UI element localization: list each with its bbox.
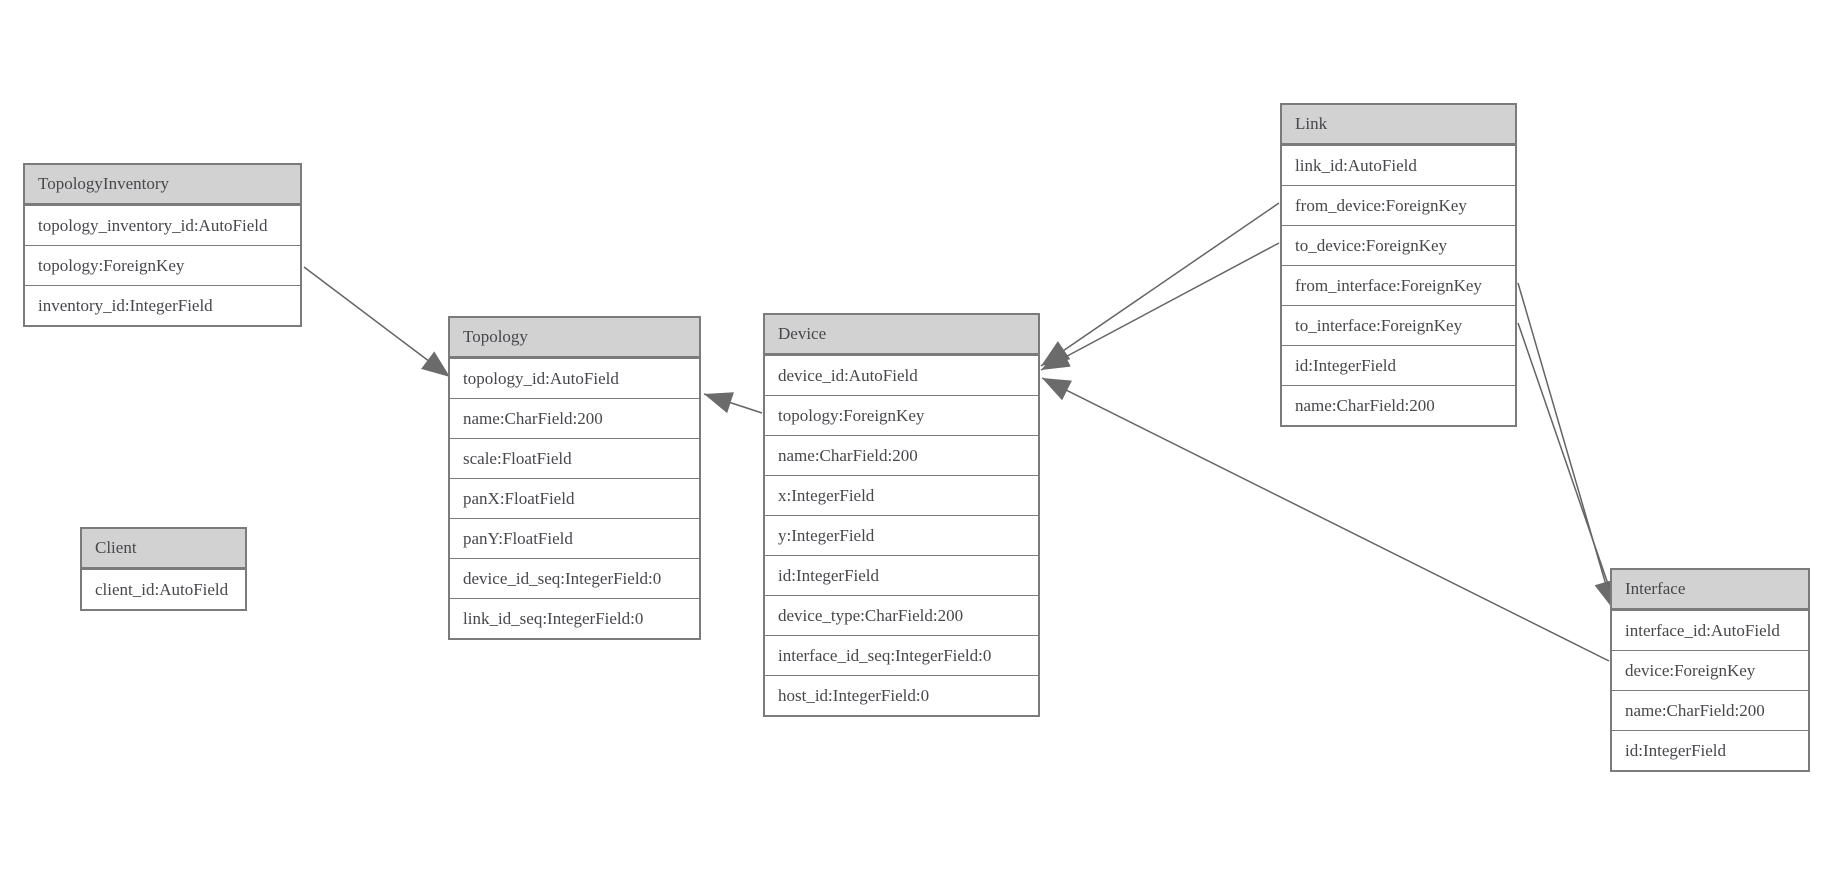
entity-field-row: link_id_seq:IntegerField:0 bbox=[450, 598, 699, 638]
entity-field-row: interface_id_seq:IntegerField:0 bbox=[765, 635, 1038, 675]
entity-field-row: name:CharField:200 bbox=[765, 435, 1038, 475]
entity-field-row: name:CharField:200 bbox=[1612, 690, 1808, 730]
entity-title-link: Link bbox=[1282, 105, 1515, 145]
entity-field-row: panY:FloatField bbox=[450, 518, 699, 558]
entity-field-row: interface_id:AutoField bbox=[1612, 610, 1808, 650]
entity-field-row: inventory_id:IntegerField bbox=[25, 285, 300, 325]
entity-field-row: topology_id:AutoField bbox=[450, 358, 699, 398]
entity-field-row: id:IntegerField bbox=[1282, 345, 1515, 385]
entity-field-row: from_interface:ForeignKey bbox=[1282, 265, 1515, 305]
connector-topologyinventory-topology-fk bbox=[303, 266, 451, 378]
entity-field-row: id:IntegerField bbox=[765, 555, 1038, 595]
entity-title-topology-inventory: TopologyInventory bbox=[25, 165, 300, 205]
entity-field-row: device_id:AutoField bbox=[765, 355, 1038, 395]
entity-field-row: to_device:ForeignKey bbox=[1282, 225, 1515, 265]
entity-title-interface: Interface bbox=[1612, 570, 1808, 610]
entity-field-row: y:IntegerField bbox=[765, 515, 1038, 555]
entity-field-row: link_id:AutoField bbox=[1282, 145, 1515, 185]
entity-field-row: from_device:ForeignKey bbox=[1282, 185, 1515, 225]
entity-field-row: scale:FloatField bbox=[450, 438, 699, 478]
entity-title-device: Device bbox=[765, 315, 1038, 355]
entity-field-row: name:CharField:200 bbox=[450, 398, 699, 438]
entity-field-row: topology:ForeignKey bbox=[25, 245, 300, 285]
entity-field-row: panX:FloatField bbox=[450, 478, 699, 518]
entity-title-topology: Topology bbox=[450, 318, 699, 358]
entity-field-row: device_type:CharField:200 bbox=[765, 595, 1038, 635]
entity-field-row: name:CharField:200 bbox=[1282, 385, 1515, 425]
entity-field-row: device:ForeignKey bbox=[1612, 650, 1808, 690]
connector-link-to_device-device-fk bbox=[1040, 242, 1280, 371]
entity-field-row: to_interface:ForeignKey bbox=[1282, 305, 1515, 345]
entity-field-row: x:IntegerField bbox=[765, 475, 1038, 515]
entity-field-row: id:IntegerField bbox=[1612, 730, 1808, 770]
connector-link-from_device-device-fk bbox=[1040, 202, 1280, 367]
entity-field-row: device_id_seq:IntegerField:0 bbox=[450, 558, 699, 598]
entity-title-client: Client bbox=[82, 529, 245, 569]
connector-link-to_interface-interface-fk bbox=[1517, 322, 1620, 614]
entity-field-row: client_id:AutoField bbox=[82, 569, 245, 609]
entity-field-row: topology:ForeignKey bbox=[765, 395, 1038, 435]
entity-field-row: topology_inventory_id:AutoField bbox=[25, 205, 300, 245]
connector-interface-device-fk bbox=[1041, 377, 1610, 662]
entity-field-row: host_id:IntegerField:0 bbox=[765, 675, 1038, 715]
connector-device-topology-fk bbox=[703, 392, 763, 414]
